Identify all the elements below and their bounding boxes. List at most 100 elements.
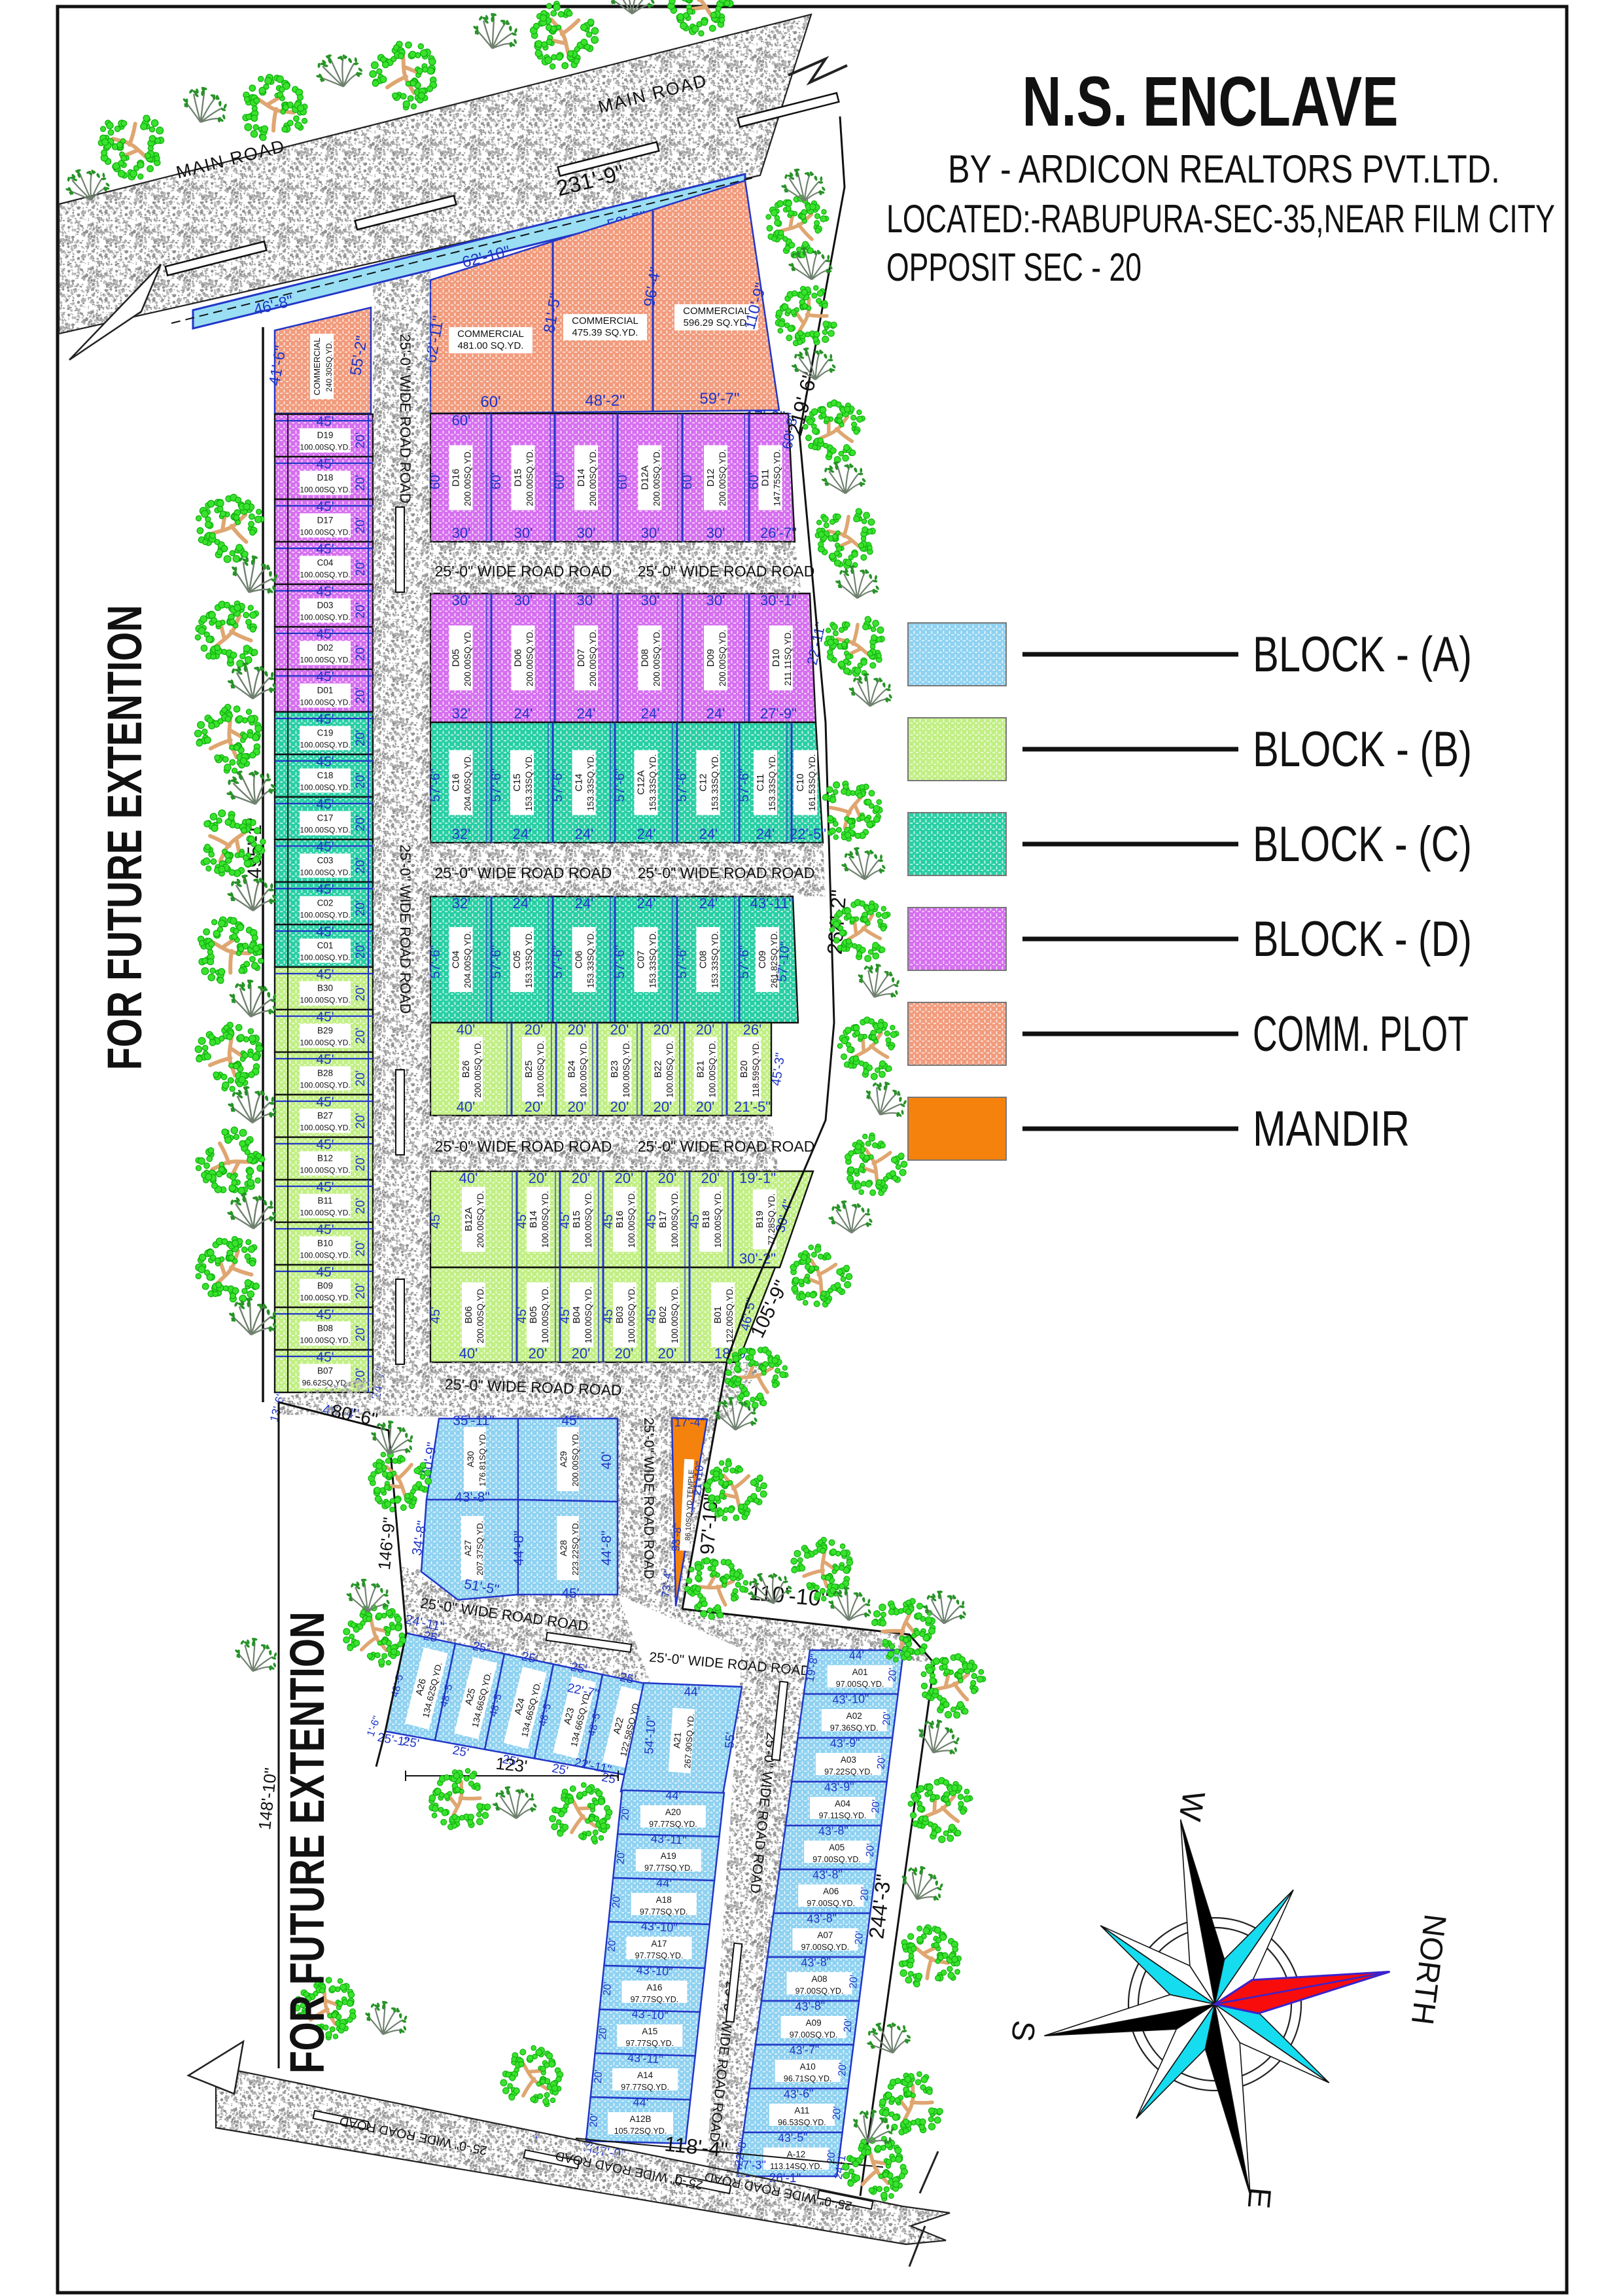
svg-text:57'-6": 57'-6": [675, 769, 689, 802]
svg-text:96.53SQ.YD.: 96.53SQ.YD.: [778, 2118, 826, 2127]
svg-text:B17: B17: [657, 1210, 669, 1228]
svg-text:B30: B30: [317, 983, 333, 993]
svg-text:FOR FUTURE EXTENTION: FOR FUTURE EXTENTION: [97, 605, 152, 1070]
svg-text:100.00SQ.YD.: 100.00SQ.YD.: [300, 528, 350, 537]
svg-text:43'-8": 43'-8": [807, 1911, 837, 1926]
svg-text:COMMERCIAL: COMMERCIAL: [683, 306, 750, 317]
svg-text:25': 25': [422, 1629, 441, 1646]
svg-text:97.00SQ.YD.: 97.00SQ.YD.: [801, 1943, 850, 1952]
svg-text:D01: D01: [317, 686, 334, 696]
svg-text:A24: A24: [513, 1697, 527, 1716]
svg-text:25'-0" WIDE ROAD ROAD: 25'-0" WIDE ROAD ROAD: [435, 563, 612, 580]
svg-text:97.77SQ.YD.: 97.77SQ.YD.: [631, 1995, 679, 2004]
svg-text:153.33SQ.YD.: 153.33SQ.YD.: [648, 754, 658, 811]
svg-text:B11: B11: [317, 1196, 332, 1206]
svg-text:C04: C04: [451, 951, 462, 969]
svg-text:55': 55': [723, 1732, 738, 1749]
svg-text:30': 30': [707, 525, 725, 541]
svg-text:20': 20': [887, 1668, 899, 1682]
svg-text:100.00SQ.YD.: 100.00SQ.YD.: [300, 1081, 350, 1090]
svg-text:35'-11": 35'-11": [453, 1413, 495, 1428]
svg-text:153.33SQ.YD.: 153.33SQ.YD.: [648, 931, 658, 988]
svg-text:FOR FUTURE EXTENTION: FOR FUTURE EXTENTION: [280, 1612, 334, 2074]
svg-text:45': 45': [316, 1180, 334, 1195]
svg-text:B05: B05: [528, 1306, 539, 1324]
svg-text:45': 45': [428, 1212, 443, 1229]
svg-text:24': 24': [756, 826, 775, 842]
svg-text:A22: A22: [612, 1716, 626, 1735]
svg-text:200.00SQ.YD.: 200.00SQ.YD.: [476, 1286, 485, 1343]
svg-text:A01: A01: [852, 1667, 868, 1677]
svg-text:C15: C15: [512, 773, 523, 792]
svg-text:97.00SQ.YD.: 97.00SQ.YD.: [795, 1987, 844, 1996]
svg-text:B02: B02: [657, 1306, 669, 1324]
svg-text:100.00SQ.YD.: 100.00SQ.YD.: [584, 1286, 593, 1343]
svg-text:20': 20': [611, 1894, 623, 1909]
svg-text:45': 45': [316, 457, 334, 472]
svg-text:A09: A09: [806, 2018, 822, 2028]
svg-text:25'-0" WIDE ROAD ROAD: 25'-0" WIDE ROAD ROAD: [397, 334, 413, 504]
svg-text:A27: A27: [462, 1540, 473, 1556]
svg-text:57'-6": 57'-6": [489, 945, 504, 979]
svg-text:97.77SQ.YD.: 97.77SQ.YD.: [640, 1907, 688, 1916]
svg-text:20': 20': [831, 2106, 843, 2121]
svg-text:161.53SQ.YD.: 161.53SQ.YD.: [807, 754, 817, 811]
svg-text:20': 20': [658, 1345, 677, 1362]
svg-text:100.00SQ.YD.: 100.00SQ.YD.: [300, 613, 350, 622]
svg-text:20': 20': [529, 1170, 548, 1186]
svg-text:100.00SQ.YD.: 100.00SQ.YD.: [579, 1040, 589, 1097]
svg-text:A25: A25: [464, 1687, 478, 1706]
svg-text:20': 20': [881, 1712, 893, 1726]
svg-text:B20: B20: [739, 1061, 750, 1078]
svg-text:100.00SQ.YD.: 100.00SQ.YD.: [621, 1040, 631, 1097]
svg-text:D17: D17: [317, 516, 334, 525]
svg-text:17'-3": 17'-3": [736, 2159, 766, 2172]
svg-text:20': 20': [354, 900, 368, 917]
svg-text:C08: C08: [698, 951, 709, 969]
svg-text:57'-6": 57'-6": [675, 945, 689, 979]
svg-text:45': 45': [644, 1307, 659, 1324]
svg-text:A11: A11: [794, 2106, 809, 2115]
svg-text:59'-7": 59'-7": [699, 390, 739, 408]
svg-text:24': 24': [513, 826, 532, 842]
svg-text:100.00SQ.YD.: 100.00SQ.YD.: [300, 1166, 350, 1175]
svg-text:25': 25': [618, 1670, 637, 1687]
svg-text:97.77SQ.YD.: 97.77SQ.YD.: [649, 1820, 697, 1829]
svg-text:45': 45': [316, 1095, 334, 1110]
svg-text:C17: C17: [317, 813, 334, 823]
svg-text:C11: C11: [755, 774, 766, 791]
svg-text:B10: B10: [317, 1239, 333, 1248]
svg-text:24': 24': [513, 895, 532, 911]
svg-text:B21: B21: [695, 1061, 707, 1078]
svg-text:44': 44': [656, 1876, 672, 1890]
svg-text:C02: C02: [317, 898, 334, 908]
svg-text:100.00SQ.YD.: 100.00SQ.YD.: [713, 1191, 723, 1248]
svg-text:97.77SQ.YD.: 97.77SQ.YD.: [644, 1863, 693, 1873]
svg-text:60': 60': [747, 472, 761, 489]
svg-text:97.77SQ.YD.: 97.77SQ.YD.: [621, 2083, 669, 2092]
svg-text:43'-10": 43'-10": [631, 2007, 669, 2022]
svg-text:60': 60': [428, 472, 443, 489]
svg-text:57'-10": 57'-10": [775, 941, 792, 983]
svg-text:B26: B26: [461, 1061, 472, 1078]
svg-text:C09: C09: [757, 951, 768, 969]
svg-text:267.90SQ.YD.: 267.90SQ.YD.: [682, 1713, 696, 1769]
svg-text:45': 45': [316, 542, 334, 557]
svg-text:BLOCK - (A): BLOCK - (A): [1253, 627, 1472, 682]
svg-text:20': 20': [525, 1099, 544, 1115]
svg-text:30': 30': [641, 592, 660, 609]
svg-text:57'-6": 57'-6": [551, 945, 565, 979]
svg-text:204.00SQ.YD.: 204.00SQ.YD.: [463, 754, 473, 811]
svg-text:D11: D11: [760, 469, 771, 486]
svg-text:77.28SQ.YD.: 77.28SQ.YD.: [767, 1193, 777, 1246]
svg-text:100.00SQ.YD.: 100.00SQ.YD.: [300, 1251, 350, 1260]
svg-text:A03: A03: [841, 1755, 856, 1765]
svg-text:43'-11": 43'-11": [627, 2051, 664, 2066]
svg-text:20': 20': [696, 1099, 715, 1115]
svg-text:40': 40': [457, 1099, 476, 1115]
svg-text:20': 20': [354, 943, 368, 959]
svg-text:A30: A30: [465, 1451, 476, 1467]
svg-text:25'-0" WIDE ROAD ROAD: 25'-0" WIDE ROAD ROAD: [641, 1417, 656, 1579]
svg-text:20': 20': [620, 1807, 631, 1821]
svg-text:20': 20': [354, 815, 368, 832]
